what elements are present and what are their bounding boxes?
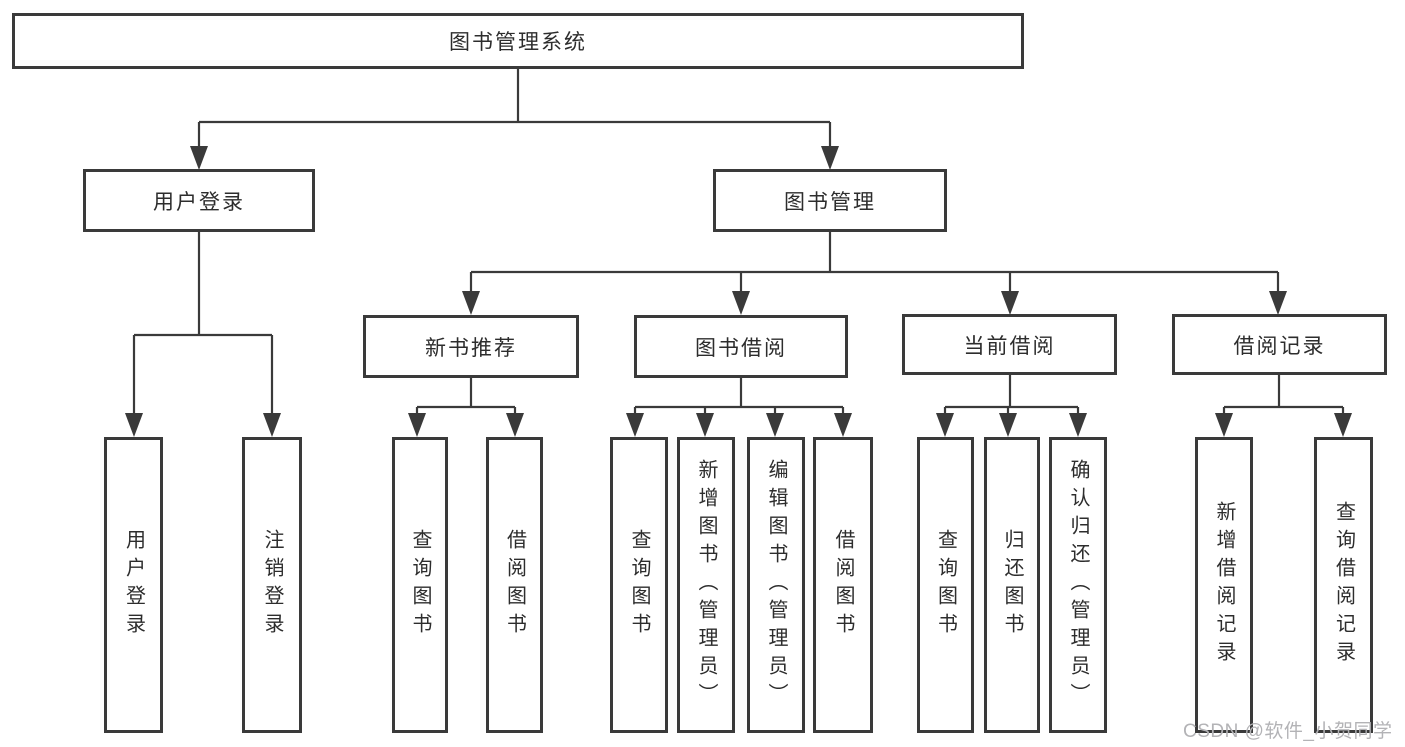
node-label: 新书推荐: [425, 336, 517, 360]
node-label: 图书借阅: [695, 336, 787, 360]
leaf-confirm-return-admin: 确认归还（管理员）: [1049, 437, 1107, 733]
node-borrow-records: 借阅记录: [1172, 314, 1387, 375]
leaf-logout: 注销登录: [242, 437, 302, 733]
node-label: 用户登录: [122, 529, 145, 641]
node-label: 查询图书: [409, 529, 431, 641]
leaf-query-book-recommend: 查询图书: [392, 437, 448, 733]
leaf-edit-book-admin: 编辑图书（管理员）: [747, 437, 805, 733]
tree-edges: [132, 69, 1345, 417]
node-label: 图书管理系统: [449, 31, 587, 54]
leaf-borrow-book: 借阅图书: [813, 437, 873, 733]
node-label: 编辑图书（管理员）: [765, 459, 787, 711]
leaf-borrow-book-recommend: 借阅图书: [486, 437, 543, 733]
csdn-watermark: CSDN @软件_小贺同学: [1183, 721, 1393, 742]
node-new-book-recommend: 新书推荐: [363, 315, 579, 378]
node-label: 查询图书: [628, 529, 650, 641]
node-label: 借阅记录: [1233, 334, 1326, 358]
node-user-login: 用户登录: [83, 169, 315, 232]
leaf-add-borrow-record: 新增借阅记录: [1195, 437, 1253, 733]
node-label: 当前借阅: [963, 334, 1056, 358]
node-label: 归还图书: [1001, 529, 1023, 641]
node-label: 新增图书（管理员）: [695, 459, 717, 711]
node-label: 新增借阅记录: [1213, 501, 1235, 669]
arrow-down-icon: [125, 146, 1352, 437]
node-label: 注销登录: [261, 529, 283, 641]
node-label: 借阅图书: [832, 529, 854, 641]
leaf-query-book-current: 查询图书: [917, 437, 974, 733]
node-label: 借阅图书: [503, 529, 526, 641]
leaf-user-login: 用户登录: [104, 437, 163, 733]
node-current-borrowing: 当前借阅: [902, 314, 1117, 375]
leaf-query-borrow-record: 查询借阅记录: [1314, 437, 1373, 733]
leaf-add-book-admin: 新增图书（管理员）: [677, 437, 735, 733]
node-library-management-system: 图书管理系统: [12, 13, 1024, 69]
node-label: 图书管理: [784, 190, 876, 214]
node-label: 确认归还（管理员）: [1067, 459, 1089, 711]
node-book-management: 图书管理: [713, 169, 947, 232]
leaf-return-book: 归还图书: [984, 437, 1040, 733]
node-book-borrowing: 图书借阅: [634, 315, 848, 378]
node-label: 查询图书: [934, 529, 957, 641]
leaf-query-book-borrowing: 查询图书: [610, 437, 668, 733]
node-label: 查询借阅记录: [1332, 501, 1355, 669]
node-label: 用户登录: [153, 190, 245, 214]
